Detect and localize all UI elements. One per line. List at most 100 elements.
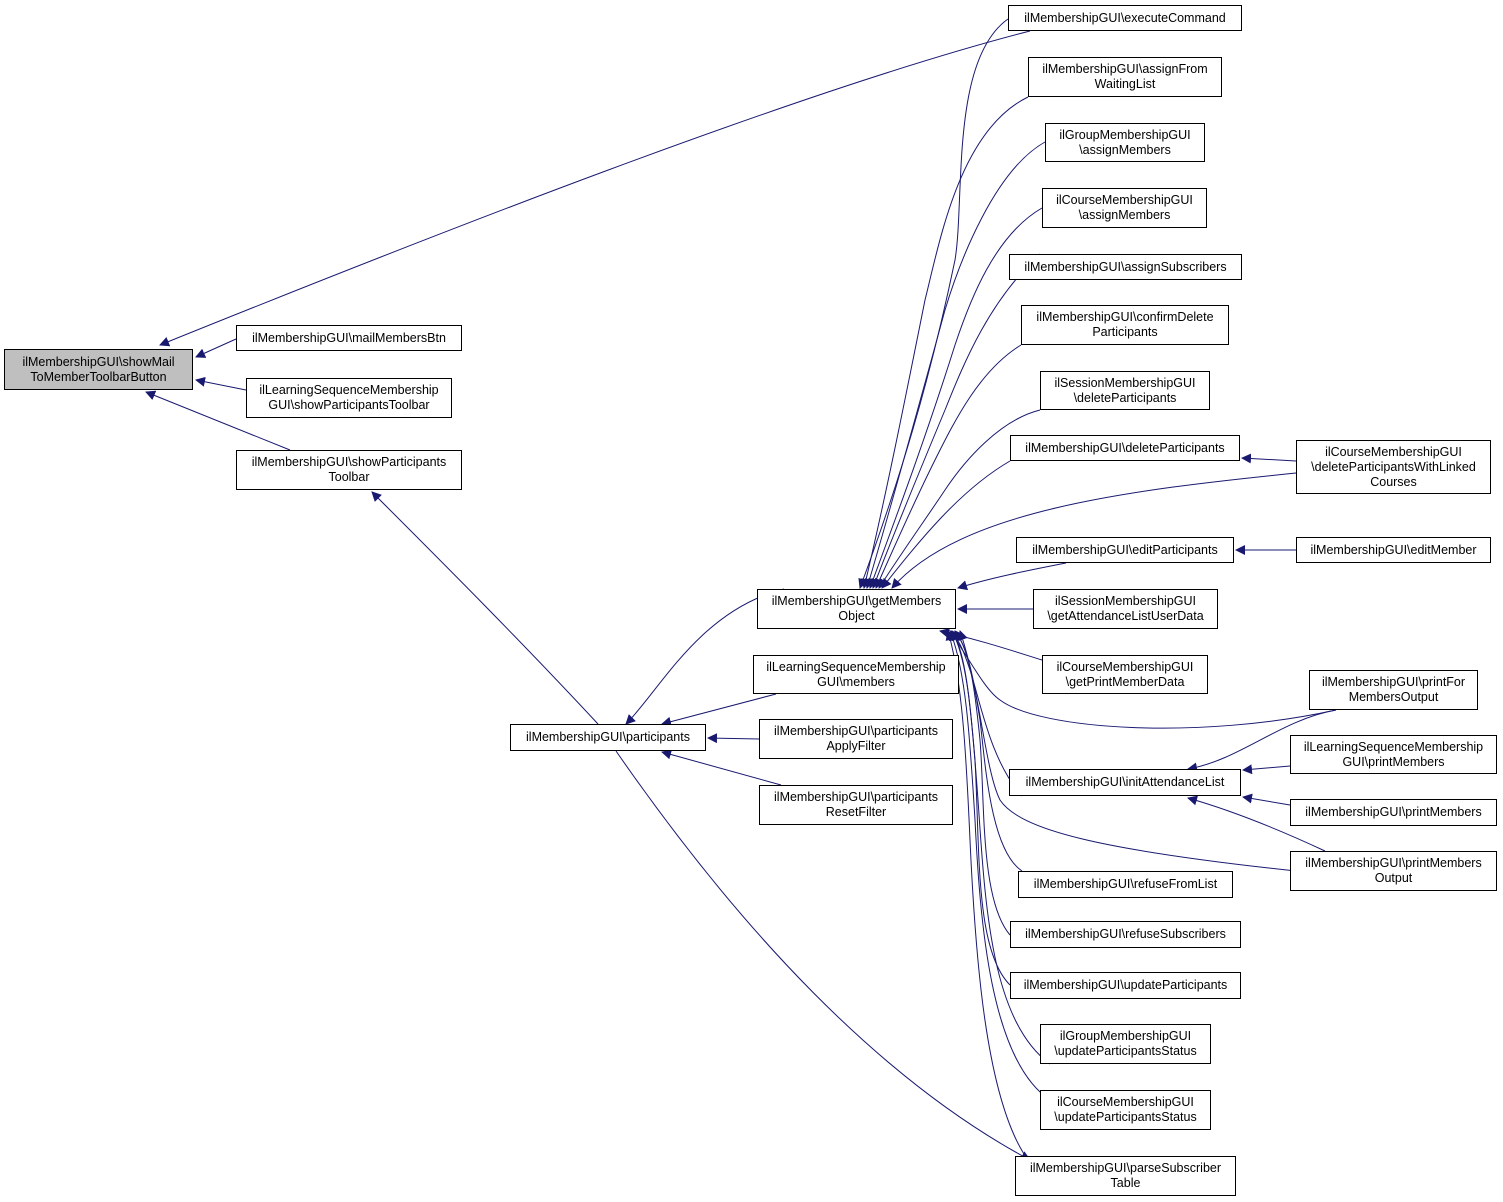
node-label-line: ilMembershipGUI\participants bbox=[774, 724, 938, 738]
edge-crs_delete_linked-to-get_members_object bbox=[891, 472, 1297, 589]
node-update-participants[interactable]: ilMembershipGUI\updateParticipants bbox=[1010, 972, 1241, 999]
node-execute-command[interactable]: ilMembershipGUI\executeCommand bbox=[1008, 5, 1242, 31]
edge-edit_part-to-get_members_object bbox=[957, 562, 1067, 591]
node-label-line: ilMembershipGUI\mailMembersBtn bbox=[252, 330, 446, 345]
node-print-members[interactable]: ilMembershipGUI\printMembers bbox=[1290, 799, 1497, 826]
node-delete-participants[interactable]: ilMembershipGUI\deleteParticipants bbox=[1010, 435, 1240, 461]
node-label-line: Toolbar bbox=[328, 470, 370, 484]
node-group-assign-members[interactable]: ilGroupMembershipGUI\assignMembers bbox=[1045, 123, 1205, 162]
edge-update_part-to-get_members_object bbox=[951, 630, 1011, 986]
edge-parse_subscriber_table-to-get_members_object bbox=[945, 630, 1029, 1161]
node-label-line: \deleteParticipants bbox=[1073, 390, 1177, 405]
node-course-get-print-member-data[interactable]: ilCourseMembershipGUI\getPrintMemberData bbox=[1042, 655, 1208, 694]
node-label-line: ilLearningSequenceMembership bbox=[766, 659, 946, 674]
node-assign-subscribers[interactable]: ilMembershipGUI\assignSubscribers bbox=[1009, 254, 1242, 280]
node-course-delete-participants-with-linked-courses[interactable]: ilCourseMembershipGUI\deleteParticipants… bbox=[1296, 440, 1491, 494]
edge-sess_delete_part-to-get_members_object bbox=[878, 409, 1041, 589]
node-label-line: ToMemberToolbarButton bbox=[30, 369, 167, 384]
node-label-line: WaitingList bbox=[1094, 77, 1156, 91]
edge-assign_subscribers-to-get_members_object bbox=[871, 253, 1041, 589]
node-label-line: ilMembershipGUI\printFor bbox=[1321, 675, 1466, 689]
node-label-line: \updateParticipantsStatus bbox=[1054, 1044, 1197, 1058]
node-label-line: ilGroupMembershipGUI bbox=[1059, 127, 1191, 142]
node-refuse-subscribers[interactable]: ilMembershipGUI\refuseSubscribers bbox=[1010, 921, 1241, 948]
node-label-line: \getPrintMemberData bbox=[1065, 674, 1185, 689]
node-edit-participants[interactable]: ilMembershipGUI\editParticipants bbox=[1016, 537, 1234, 563]
node-label-line: ilLearningSequenceMembership bbox=[1303, 739, 1484, 754]
node-label-line: ilSessionMembershipGUI bbox=[1054, 375, 1196, 390]
node-label-line: ilMembershipGUI\showParticipants bbox=[251, 455, 447, 469]
edge-part_reset_filter-to-participants bbox=[661, 749, 782, 786]
node-label-line: ilMembershipGUI\editMember bbox=[1310, 542, 1477, 557]
edge-print_members_output-to-init_attendance bbox=[1187, 795, 1326, 852]
edge-ls_show_part_toolbar-to-show_mail bbox=[195, 376, 247, 391]
node-group-update-participants-status[interactable]: ilGroupMembershipGUI\updateParticipantsS… bbox=[1040, 1024, 1211, 1064]
node-mail-members-btn[interactable]: ilMembershipGUI\mailMembersBtn bbox=[236, 325, 462, 351]
node-label-line: ilGroupMembershipGUI bbox=[1059, 1029, 1192, 1043]
node-session-get-attendance-list-user-data[interactable]: ilSessionMembershipGUI\getAttendanceList… bbox=[1033, 589, 1218, 629]
node-course-assign-members[interactable]: ilCourseMembershipGUI\assignMembers bbox=[1042, 188, 1207, 228]
node-label-line: ilMembershipGUI\refuseFromList bbox=[1033, 877, 1218, 891]
node-label-line: \getAttendanceListUserData bbox=[1047, 609, 1204, 623]
edge-ls_print_members-to-init_attendance bbox=[1242, 764, 1291, 775]
node-label-line: ilMembershipGUI\editParticipants bbox=[1032, 542, 1218, 557]
node-label-line: ilMembershipGUI\printMembers bbox=[1305, 805, 1482, 819]
node-participants[interactable]: ilMembershipGUI\participants bbox=[510, 724, 706, 751]
node-label-line: ilMembershipGUI\assignFrom bbox=[1042, 62, 1208, 76]
node-label-line: ilCourseMembershipGUI bbox=[1325, 444, 1462, 459]
node-label-line: ilCourseMembershipGUI bbox=[1056, 193, 1193, 207]
node-label-line: Courses bbox=[1370, 474, 1417, 489]
node-label-line: GUI\showParticipantsToolbar bbox=[268, 398, 430, 412]
node-label-line: ilCourseMembershipGUI bbox=[1057, 1095, 1194, 1109]
edge-crs_update_status-to-get_members_object bbox=[948, 630, 1051, 1101]
edge-participants-to-show_part_toolbar bbox=[371, 491, 599, 725]
node-label-line: MembersOutput bbox=[1348, 690, 1439, 704]
node-course-update-participants-status[interactable]: ilCourseMembershipGUI\updateParticipants… bbox=[1040, 1090, 1211, 1130]
node-label-line: GUI\members bbox=[817, 674, 895, 689]
node-label-line: ilMembershipGUI\assignSubscribers bbox=[1024, 259, 1227, 274]
node-label-line: Object bbox=[838, 609, 875, 623]
edge-get_members_object-to-participants bbox=[625, 588, 785, 725]
edge-print_members-to-init_attendance bbox=[1242, 793, 1291, 806]
node-label-line: \assignMembers bbox=[1079, 142, 1171, 157]
node-edit-member[interactable]: ilMembershipGUI\editMember bbox=[1296, 537, 1491, 563]
edge-ls_members-to-participants bbox=[661, 693, 777, 727]
edge-part_apply_filter-to-participants bbox=[707, 733, 760, 744]
node-label-line: \assignMembers bbox=[1078, 208, 1171, 222]
node-label-line: ilMembershipGUI\participants bbox=[774, 790, 938, 804]
edge-mail_members_btn-to-show_mail bbox=[195, 338, 237, 358]
node-init-attendance-list[interactable]: ilMembershipGUI\initAttendanceList bbox=[1009, 769, 1241, 796]
node-label-line: ilMembershipGUI\updateParticipants bbox=[1023, 978, 1228, 992]
edge-confirm_delete_part-to-get_members_object bbox=[875, 344, 1022, 589]
node-label-line: ilMembershipGUI\showMail bbox=[22, 354, 175, 369]
node-label-line: ilMembershipGUI\getMembers bbox=[771, 594, 942, 608]
edge-grp_assign_members-to-get_members_object bbox=[864, 141, 1046, 589]
edge-execute_command-to-show_mail bbox=[159, 30, 1031, 347]
edge-assign_from_wl-to-get_members_object bbox=[861, 96, 1029, 589]
node-label-line: ResetFilter bbox=[825, 805, 887, 819]
node-label-line: ilLearningSequenceMembership bbox=[259, 383, 439, 397]
node-label-line: ilMembershipGUI\printMembers bbox=[1305, 856, 1482, 870]
node-session-delete-participants[interactable]: ilSessionMembershipGUI\deleteParticipant… bbox=[1040, 371, 1210, 410]
node-label-line: ilMembershipGUI\deleteParticipants bbox=[1025, 440, 1225, 455]
node-label-line: ilMembershipGUI\initAttendanceList bbox=[1025, 775, 1225, 789]
node-refuse-from-list[interactable]: ilMembershipGUI\refuseFromList bbox=[1018, 871, 1233, 898]
edge-print_for_members_output-to-init_attendance bbox=[1187, 709, 1337, 773]
edge-show_part_toolbar-to-show_mail bbox=[145, 390, 291, 451]
edge-grp_update_status-to-get_members_object bbox=[951, 630, 1051, 1065]
